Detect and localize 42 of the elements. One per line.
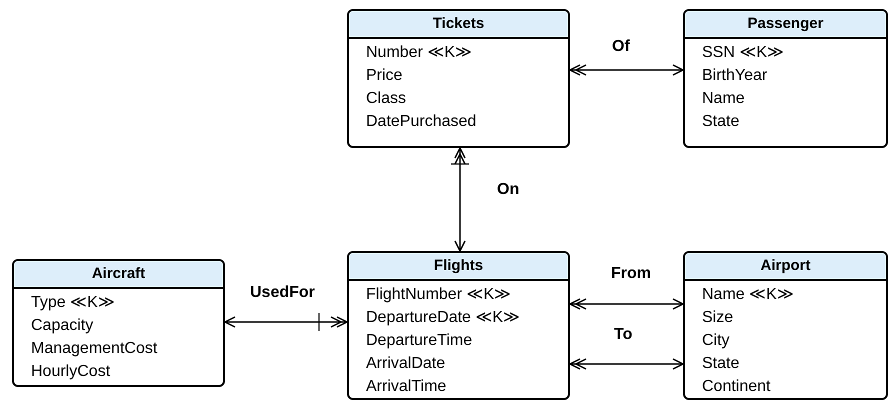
entity-box <box>683 251 888 400</box>
attribute-text: Number ≪K≫ <box>366 43 472 63</box>
attribute-text: Price <box>366 66 402 86</box>
attribute-text: Class <box>366 89 406 109</box>
relationship-connector <box>569 64 684 76</box>
attribute-text: City <box>702 331 730 351</box>
attribute-text: Type ≪K≫ <box>31 293 115 313</box>
attribute-text: Name <box>702 89 745 109</box>
attribute-text: DatePurchased <box>366 112 476 132</box>
attribute-text: ArrivalTime <box>366 377 446 397</box>
attribute-text: HourlyCost <box>31 362 110 382</box>
attribute-text: DepartureTime <box>366 331 472 351</box>
attribute-text: BirthYear <box>702 66 768 86</box>
relationship-connector <box>569 298 684 310</box>
edge-label: On <box>497 182 520 198</box>
attribute-text: State <box>702 112 740 132</box>
entity-box <box>683 9 888 148</box>
relationship-connector <box>224 312 348 332</box>
edge-label: To <box>614 327 632 343</box>
attribute-text: SSN ≪K≫ <box>702 43 784 63</box>
attribute-text: FlightNumber ≪K≫ <box>366 285 512 305</box>
edge-label: UsedFor <box>250 285 315 301</box>
entity-box <box>12 259 225 387</box>
attribute-text: State <box>702 354 740 374</box>
entity-box <box>347 9 570 148</box>
attribute-text: Size <box>702 308 734 328</box>
entity-header: Aircraft <box>14 261 223 289</box>
attribute-text: Capacity <box>31 316 94 336</box>
relationship-connector <box>569 358 684 370</box>
attribute-text: DepartureDate ≪K≫ <box>366 308 520 328</box>
entity-box <box>347 251 570 400</box>
edge-label: From <box>611 266 651 282</box>
attribute-text: ArrivalDate <box>366 354 446 374</box>
attribute-text: Name ≪K≫ <box>702 285 794 305</box>
entity-header: Flights <box>349 253 568 281</box>
attribute-text: Continent <box>702 377 770 397</box>
edge-label: Of <box>612 39 630 55</box>
entity-header: Passenger <box>685 11 886 39</box>
entity-header: Airport <box>685 253 886 281</box>
attribute-text: ManagementCost <box>31 339 158 359</box>
relationship-connector <box>450 147 470 252</box>
entity-header: Tickets <box>349 11 568 39</box>
